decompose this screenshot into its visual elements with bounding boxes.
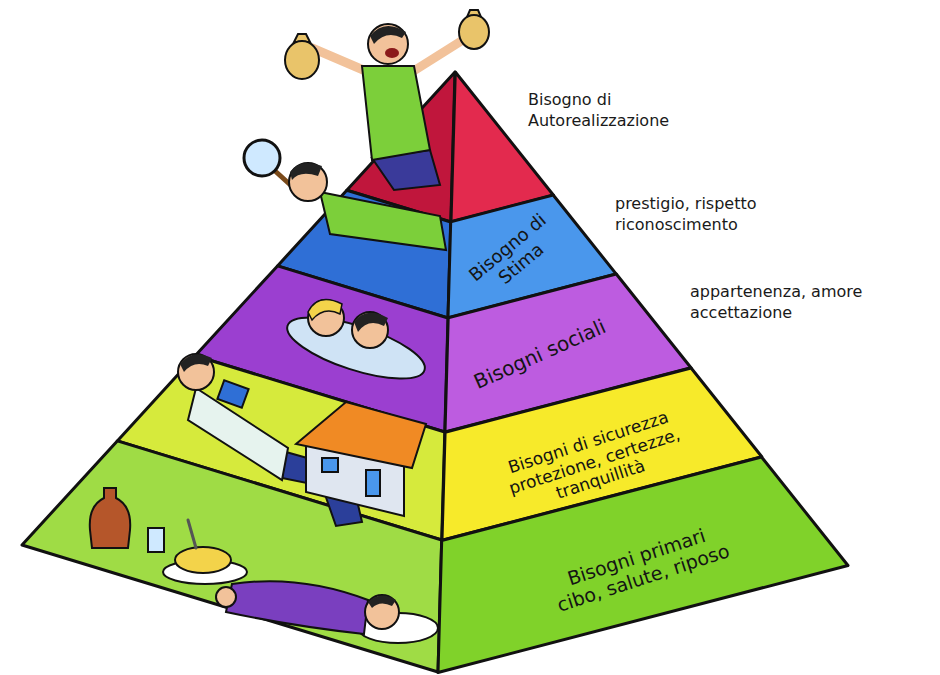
food-figure-part <box>188 520 196 548</box>
side-label: Bisogno di Autorealizzazione <box>528 90 698 132</box>
winner-figure <box>285 10 489 190</box>
house-figure <box>296 402 426 516</box>
winner-figure-part <box>412 38 466 72</box>
food-figure-part <box>175 547 231 573</box>
sleeping-figure-part <box>365 595 399 629</box>
winner-figure-part <box>368 24 408 64</box>
sleeping-figure-part <box>216 587 236 607</box>
sleeping-figure-part <box>368 595 396 608</box>
winner-figure-part <box>312 48 368 72</box>
couple-figure-part <box>352 312 388 348</box>
side-label: prestigio, rispetto riconoscimento <box>615 194 815 236</box>
magnifier-figure <box>244 140 446 250</box>
sleeping-figure <box>216 581 438 643</box>
food-figure-part <box>148 528 164 552</box>
winner-figure-part <box>362 66 430 160</box>
food-figure-part <box>90 488 130 548</box>
band-text: prestigio, rispetto riconoscimento <box>615 194 815 236</box>
couple-figure-part <box>281 305 432 391</box>
magnifier-figure-part <box>320 192 446 250</box>
winner-figure-part <box>370 26 406 44</box>
pyramid-band: Bisogni primaricibo, salute, riposo <box>438 457 848 672</box>
band-outline <box>438 457 848 673</box>
food-figure <box>90 488 247 584</box>
house-figure-part <box>322 458 338 472</box>
house-figure-part <box>366 470 380 496</box>
pyramid-side-band <box>22 441 442 672</box>
winner-figure-part <box>385 48 399 58</box>
couple-figure-part <box>308 300 342 321</box>
magnifier-figure-part <box>290 163 322 180</box>
couple-figure-part <box>354 313 388 332</box>
band-text: appartenenza, amore accettazione <box>690 282 905 324</box>
winner-figure-part <box>459 15 489 49</box>
band-heading: Bisogno di Autorealizzazione <box>528 90 698 132</box>
sleeping-figure-part <box>226 581 368 634</box>
magnifier-figure-part <box>244 140 280 176</box>
reading-figure-part <box>217 380 248 408</box>
magnifier-figure-part <box>289 163 327 201</box>
winner-figure-part <box>285 41 319 79</box>
side-label: appartenenza, amore accettazione <box>690 282 905 324</box>
house-figure-part <box>296 402 426 468</box>
couple-figure-part <box>308 300 344 336</box>
reading-figure-part <box>180 354 212 372</box>
reading-figure-part <box>178 354 214 390</box>
couple-figure <box>281 300 432 392</box>
